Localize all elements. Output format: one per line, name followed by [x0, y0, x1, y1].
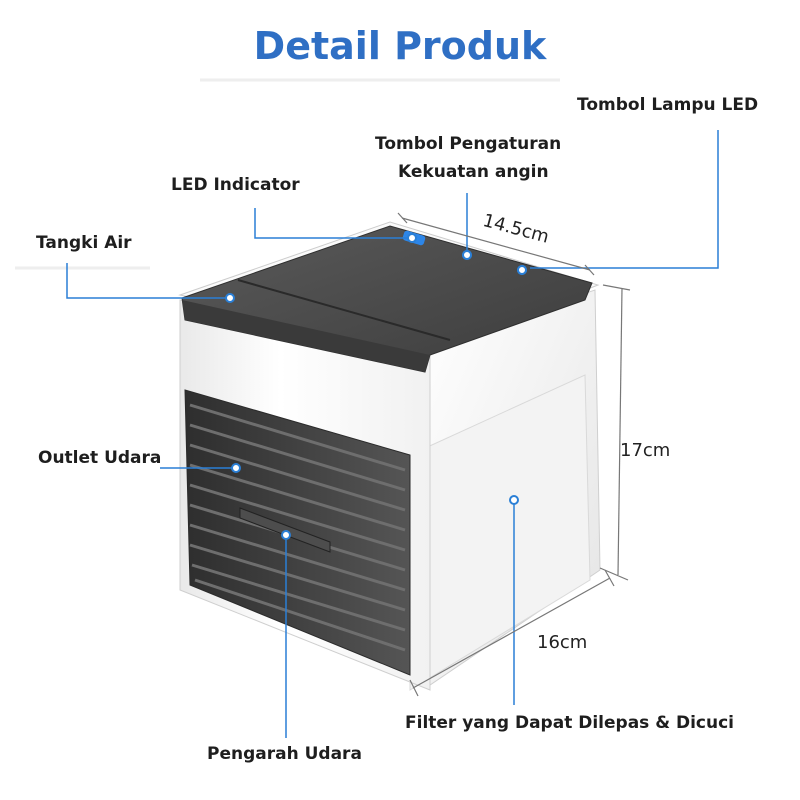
dimension-depth: 16cm — [537, 632, 588, 653]
grille-slats — [189, 403, 406, 652]
callout-dots — [225, 233, 527, 540]
dimension-height: 17cm — [620, 440, 671, 461]
lid-edge — [182, 300, 430, 372]
page-title: Detail Produk — [253, 24, 547, 68]
label-kekuatan-angin: Kekuatan angin — [398, 162, 549, 182]
callout-lines — [66, 130, 719, 738]
label-outlet-udara: Outlet Udara — [38, 448, 162, 468]
label-filter: Filter yang Dapat Dilepas & Dicuci — [405, 713, 734, 733]
air-deflector-handle — [239, 507, 331, 553]
dimension-lines — [397, 212, 631, 697]
lid-split — [237, 279, 451, 341]
label-tombol-pengaturan: Tombol Pengaturan — [375, 134, 562, 154]
label-pengarah-udara: Pengarah Udara — [207, 744, 362, 764]
label-tangki-air: Tangki Air — [36, 233, 132, 253]
label-tombol-lampu-led: Tombol Lampu LED — [577, 95, 759, 115]
label-led-indicator: LED Indicator — [171, 175, 300, 195]
